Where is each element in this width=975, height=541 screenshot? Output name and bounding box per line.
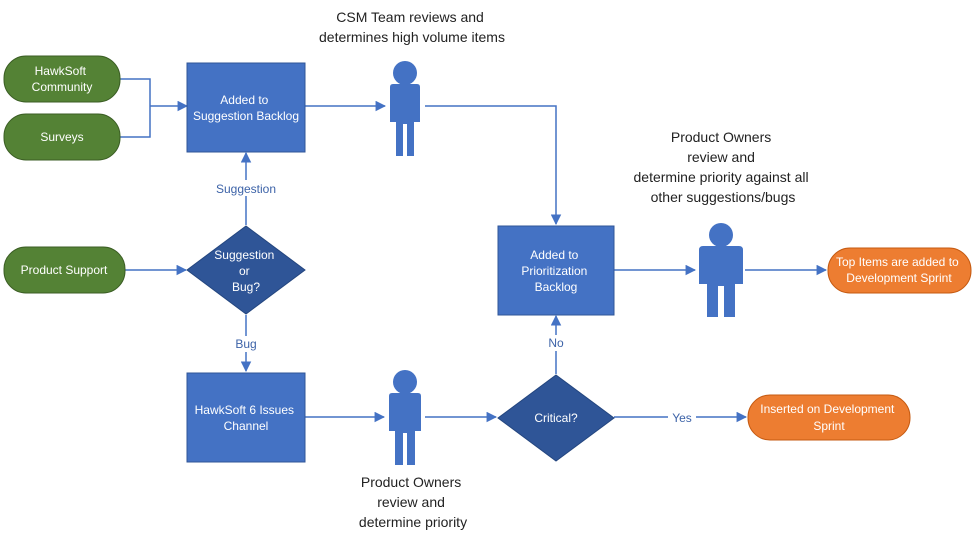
decision-suggestion-or-bug-line-2: or bbox=[239, 264, 250, 278]
caption-po-priority-line-3: determine priority bbox=[359, 514, 467, 530]
terminal-inserted-sprint-line-2: Sprint bbox=[813, 419, 845, 433]
decision-critical-shape bbox=[497, 374, 615, 462]
caption-po-priority-line-1: Product Owners bbox=[361, 474, 461, 490]
process-suggestion-backlog-line-2: Suggestion Backlog bbox=[193, 109, 299, 123]
edge-label-yes: Yes bbox=[672, 411, 692, 425]
process-issues-channel-line-1: HawkSoft 6 Issues bbox=[195, 403, 294, 417]
process-suggestion-backlog: Added to Suggestion Backlog bbox=[186, 62, 306, 153]
decision-critical: Critical? bbox=[497, 374, 615, 462]
edge-surveys-to-backlog bbox=[120, 106, 151, 138]
svg-text:Suggestion or Bug?: Suggestion or Bug? bbox=[214, 248, 277, 294]
process-suggestion-backlog-line-1: Added to bbox=[220, 93, 268, 107]
caption-csm-team: CSM Team reviews and determines high vol… bbox=[319, 9, 505, 45]
edge-community-to-backlog bbox=[120, 78, 151, 106]
decision-suggestion-or-bug: Suggestion or Bug? bbox=[186, 225, 306, 315]
caption-po-priority-all-line-2: review and bbox=[687, 149, 755, 165]
process-prioritization-backlog-line-1: Added to bbox=[530, 248, 578, 262]
person-icon bbox=[699, 223, 743, 317]
edge-csm-to-prioritization bbox=[425, 105, 562, 226]
caption-csm-team-line-1: CSM Team reviews and bbox=[336, 9, 484, 25]
source-surveys-label: Surveys bbox=[40, 130, 83, 144]
edge-label-suggestion: Suggestion bbox=[216, 182, 276, 196]
edge-label-no: No bbox=[548, 336, 564, 350]
process-issues-channel-line-2: Channel bbox=[224, 419, 269, 433]
terminal-inserted-sprint-shape bbox=[747, 394, 911, 441]
terminal-development-sprint-line-2: Development Sprint bbox=[846, 271, 952, 285]
process-prioritization-backlog-line-2: Prioritization bbox=[521, 264, 587, 278]
caption-csm-team-line-2: determines high volume items bbox=[319, 29, 505, 45]
decision-suggestion-or-bug-line-1: Suggestion bbox=[214, 248, 274, 262]
edge-label-bug: Bug bbox=[235, 337, 256, 351]
terminal-inserted-sprint: Inserted on Development Sprint bbox=[747, 394, 911, 441]
edge-labels: Suggestion Bug No Yes bbox=[212, 180, 696, 425]
source-hawksoft-community-line-1: HawkSoft bbox=[35, 64, 87, 78]
svg-text:Added to Prioritization: Added to Prioritization Backlog bbox=[521, 248, 590, 294]
terminal-development-sprint: Top Items are added to Development Sprin… bbox=[827, 247, 972, 294]
caption-po-priority-all-line-1: Product Owners bbox=[671, 129, 771, 145]
process-prioritization-backlog-line-3: Backlog bbox=[535, 280, 578, 294]
decision-suggestion-or-bug-line-3: Bug? bbox=[232, 280, 260, 294]
source-hawksoft-community-line-2: Community bbox=[32, 80, 93, 94]
person-icon bbox=[389, 370, 421, 465]
svg-text:Top Items are added to D: Top Items are added to Development Sprin… bbox=[836, 255, 962, 285]
terminal-inserted-sprint-line-1: Inserted on Development bbox=[760, 402, 895, 416]
terminal-development-sprint-shape bbox=[827, 247, 972, 294]
source-hawksoft-community-shape bbox=[3, 55, 121, 103]
svg-text:HawkSoft Community: HawkSoft Community bbox=[32, 64, 93, 94]
process-prioritization-backlog-shape bbox=[497, 225, 615, 316]
svg-text:HawkSoft 6 Issues Channe: HawkSoft 6 Issues Channel bbox=[195, 403, 298, 433]
svg-text:Added to Suggestion Back: Added to Suggestion Backlog bbox=[193, 93, 299, 123]
source-surveys-shape bbox=[3, 113, 121, 161]
person-icon bbox=[390, 61, 420, 156]
decision-critical-label: Critical? bbox=[534, 411, 578, 425]
process-issues-channel: HawkSoft 6 Issues Channel bbox=[186, 372, 306, 463]
process-issues-channel-shape bbox=[186, 372, 306, 463]
source-product-support-label: Product Support bbox=[21, 263, 108, 277]
caption-po-priority-all: Product Owners review and determine prio… bbox=[634, 129, 813, 205]
caption-po-priority: Product Owners review and determine prio… bbox=[359, 474, 467, 530]
process-prioritization-backlog: Added to Prioritization Backlog bbox=[497, 225, 615, 316]
caption-po-priority-all-line-3: determine priority against all bbox=[634, 169, 809, 185]
source-product-support: Product Support bbox=[3, 246, 126, 294]
source-surveys: Surveys bbox=[3, 113, 121, 161]
svg-text:Product Support: Product Support bbox=[21, 263, 108, 277]
terminal-development-sprint-line-1: Top Items are added to bbox=[836, 255, 959, 269]
decision-suggestion-or-bug-shape bbox=[186, 225, 306, 315]
caption-po-priority-all-line-4: other suggestions/bugs bbox=[651, 189, 796, 205]
caption-po-priority-line-2: review and bbox=[377, 494, 445, 510]
svg-text:Surveys: Surveys bbox=[40, 130, 83, 144]
source-hawksoft-community: HawkSoft Community bbox=[3, 55, 121, 103]
svg-text:Critical?: Critical? bbox=[534, 411, 578, 425]
svg-text:Inserted on Development: Inserted on Development Sprint bbox=[760, 402, 897, 433]
process-suggestion-backlog-shape bbox=[186, 62, 306, 153]
source-product-support-shape bbox=[3, 246, 126, 294]
